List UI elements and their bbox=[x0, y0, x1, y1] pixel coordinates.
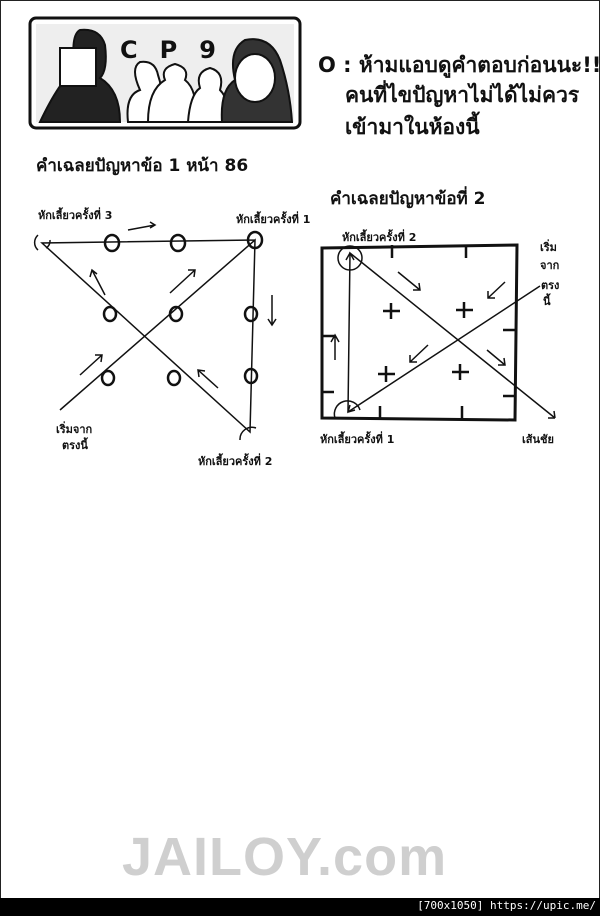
banner-illustration bbox=[28, 16, 302, 130]
source-bar bbox=[0, 898, 600, 916]
puzzle2-turn2-label: หักเลี้ยวครั้งที่ 2 bbox=[342, 231, 417, 244]
note-line-1: O : ห้ามแอบดูคำตอบก่อนนะ!! bbox=[318, 50, 600, 80]
puzzle2-start-label-2: จาก bbox=[540, 259, 560, 272]
puzzle1-turn1-label: หักเลี้ยวครั้งที่ 1 bbox=[236, 213, 311, 226]
note-line-3: เข้ามาในห้องนี้ bbox=[345, 115, 480, 139]
source-link[interactable]: [700x1050] https://upic.me/ bbox=[417, 899, 596, 912]
puzzle1-turn2-label: หักเลี้ยวครั้งที่ 2 bbox=[198, 455, 273, 468]
puzzle1-diagram bbox=[33, 221, 277, 441]
note-marker: O : bbox=[318, 53, 352, 77]
watermark: JAILOY.com bbox=[122, 827, 448, 887]
note-text: ห้ามแอบดูคำตอบก่อนนะ!! bbox=[358, 53, 600, 77]
banner-lettering: CP9 bbox=[120, 36, 238, 64]
puzzle1-turn3-label: หักเลี้ยวครั้งที่ 3 bbox=[38, 209, 113, 222]
note-line-2: คนที่ไขปัญหาไม่ได้ไม่ควร bbox=[345, 83, 580, 107]
puzzle2-arrows bbox=[330, 271, 506, 366]
puzzle1-dots bbox=[100, 230, 264, 387]
puzzle2-turn1-label: หักเลี้ยวครั้งที่ 1 bbox=[320, 433, 395, 446]
puzzle2-start-label-3: ตรง bbox=[541, 279, 560, 292]
puzzle1-title: คำเฉลยปัญหาข้อ 1 หน้า 86 bbox=[36, 156, 249, 176]
puzzle2-start-label-4: นี้ bbox=[543, 295, 551, 308]
puzzle1-arrows bbox=[79, 221, 277, 389]
puzzle2-start-label-1: เริ่ม bbox=[540, 241, 557, 254]
puzzle1-start-label-2: ตรงนี้ bbox=[62, 439, 88, 452]
puzzle1-start-label-1: เริ่มจาก bbox=[56, 423, 93, 436]
puzzle2-diagram bbox=[320, 243, 556, 422]
puzzle2-title: คำเฉลยปัญหาข้อที่ 2 bbox=[330, 189, 486, 209]
puzzle2-finish-label: เส้นชัย bbox=[522, 433, 554, 446]
